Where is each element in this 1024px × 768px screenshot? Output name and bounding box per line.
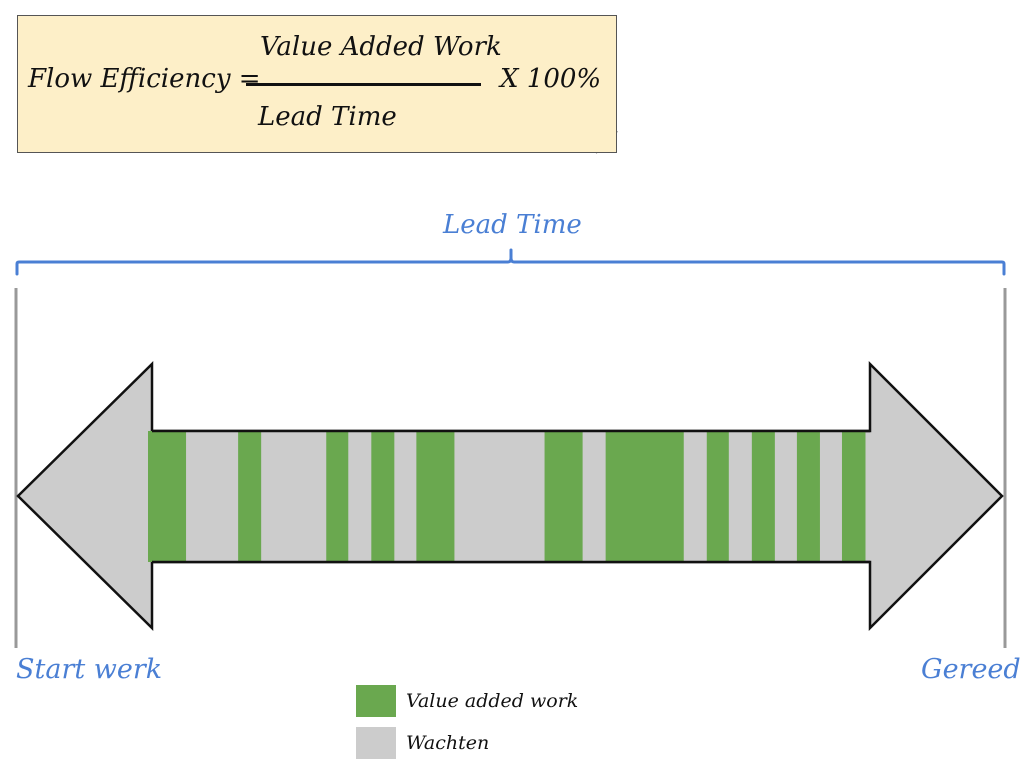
segment-wait (454, 431, 546, 562)
segment-wait (261, 431, 327, 562)
segment-work (544, 431, 584, 562)
segment-work (605, 431, 685, 562)
segment-wait (348, 431, 372, 562)
segment-work (371, 431, 395, 562)
legend-swatch-work (356, 685, 396, 717)
legend-item-wait: Wachten (356, 727, 489, 759)
formula-note: Flow Efficiency = Value Added Work Lead … (17, 15, 617, 153)
segment-wait (683, 431, 708, 562)
lead-time-label: Lead Time (443, 210, 582, 240)
formula-denominator: Lead Time (258, 102, 397, 132)
segment-work (416, 431, 455, 562)
fraction-line (246, 83, 481, 86)
segment-wait (819, 431, 843, 562)
segment-work (326, 431, 349, 562)
start-label: Start werk (16, 654, 163, 685)
lead-time-bracket (15, 248, 1006, 276)
segment-work (238, 431, 262, 562)
end-label: Gereed (921, 654, 1021, 685)
segment-work (706, 431, 730, 562)
segment-wait (774, 431, 798, 562)
timeline-segments (148, 431, 866, 562)
segment-wait (394, 431, 417, 562)
segment-work (796, 431, 821, 562)
legend-item-work: Value added work (356, 685, 578, 717)
legend-swatch-wait (356, 727, 396, 759)
formula-label: Flow Efficiency = (28, 64, 261, 94)
segment-work (841, 431, 866, 562)
formula-multiplier: X 100% (500, 64, 602, 94)
segment-wait (186, 431, 239, 562)
segment-wait (728, 431, 753, 562)
segment-work (751, 431, 776, 562)
legend-label-wait: Wachten (406, 732, 490, 754)
legend-label-work: Value added work (406, 690, 579, 712)
formula-numerator: Value Added Work (260, 32, 502, 62)
segment-wait (582, 431, 607, 562)
segment-work (148, 431, 187, 562)
